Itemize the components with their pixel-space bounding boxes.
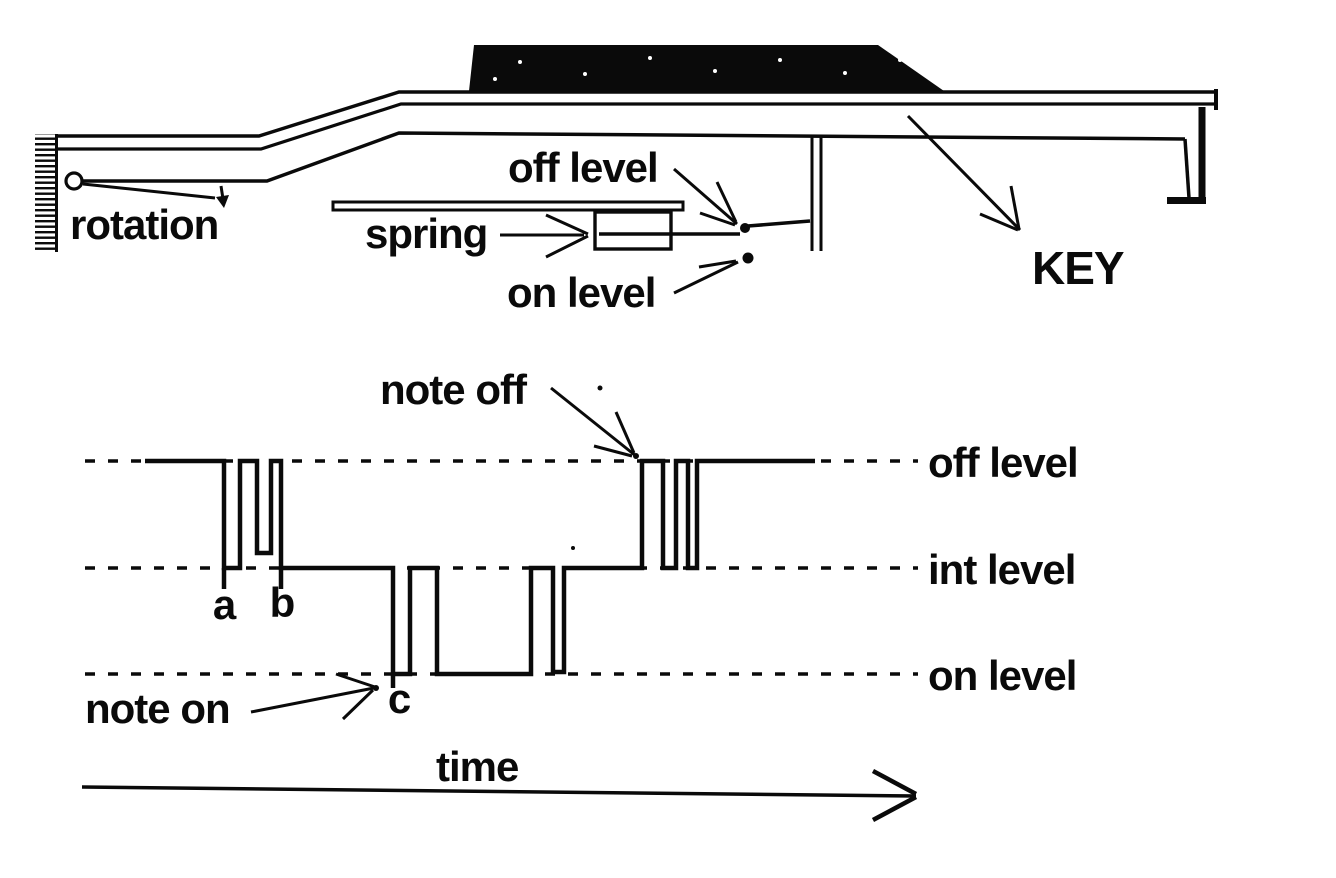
key-label: KEY <box>1032 242 1124 294</box>
key-top-outer-line <box>57 90 1216 138</box>
on-level-arrow <box>673 259 739 295</box>
rotation-arrow <box>82 182 229 208</box>
note-on-arrow <box>250 672 379 721</box>
rotation-label: rotation <box>70 201 218 248</box>
spring-arrow <box>500 213 589 259</box>
level-label-on: on level <box>928 652 1076 699</box>
scan-speck <box>597 385 603 391</box>
pivot-circle <box>64 171 84 191</box>
spring-mounting-board <box>331 200 685 212</box>
time-axis-label: time <box>436 743 518 790</box>
off-level-mech-label: off level <box>508 144 658 191</box>
contact-leaf-to-post <box>747 219 811 228</box>
key-top-black-pad <box>469 45 944 91</box>
spring-label: spring <box>365 210 487 257</box>
timing-diagram: off level int level on level a b c note of… <box>81 366 1079 822</box>
key-top-inner-line <box>57 102 1216 151</box>
key-underside-front-drop <box>1183 138 1191 199</box>
transition-overshoot-ticks <box>221 568 396 688</box>
level-label-int: int level <box>928 546 1075 593</box>
off-level-contact-point <box>740 223 750 233</box>
note-off-label: note off <box>380 366 528 413</box>
key-underside-line <box>66 131 1186 183</box>
scan-speck <box>571 546 575 550</box>
fixed-wall-hatching <box>35 134 57 252</box>
spring-box <box>593 210 673 251</box>
marker-a: a <box>213 581 237 628</box>
time-axis-arrow <box>81 769 918 822</box>
key-mechanism-diagram: rotation off level spring on level <box>35 45 1218 316</box>
on-level-mech-label: on level <box>507 269 655 316</box>
on-level-contact-point <box>742 252 754 264</box>
off-level-arrow <box>673 167 738 227</box>
level-label-off: off level <box>928 439 1078 486</box>
note-off-arrow <box>550 386 639 459</box>
contact-signal-trace <box>145 458 815 677</box>
scan-specks-in-pad <box>493 56 902 81</box>
key-arrow <box>906 114 1022 232</box>
marker-c: c <box>388 675 411 722</box>
marker-b: b <box>270 579 295 626</box>
note-on-label: note on <box>85 685 230 732</box>
